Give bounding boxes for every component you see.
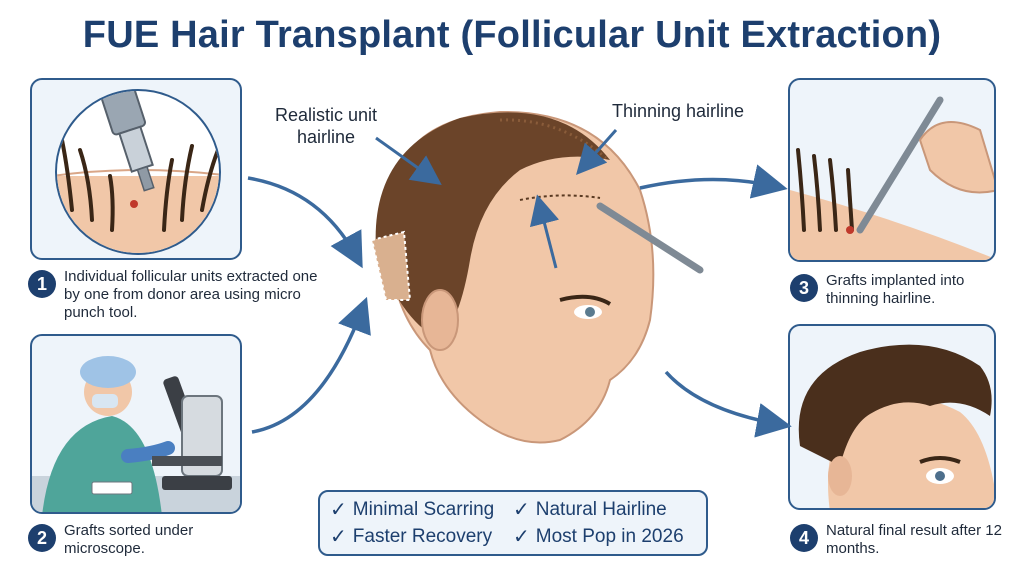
implantation-illustration-panel [788, 78, 996, 262]
realistic-hairline-arrow [375, 136, 442, 185]
benefit-label: Natural Hairline [535, 498, 667, 520]
result-illustration-panel [788, 324, 996, 510]
step-4-text: Natural final result after 12 months. [826, 522, 1002, 557]
hairline-up-arrow [529, 194, 560, 269]
flow-arrow-4 [664, 370, 792, 438]
head-drawing [370, 110, 655, 444]
flow-arrow-2 [251, 296, 371, 434]
check-icon: ✓ [330, 499, 347, 521]
benefit-item: ✓ Natural Hairline [513, 496, 696, 523]
step-2-badge: 2 [28, 524, 56, 552]
benefit-label: Most Pop in 2026 [535, 525, 684, 547]
check-icon: ✓ [513, 526, 530, 548]
check-icon: ✓ [330, 526, 347, 548]
microscope-illustration-panel [30, 334, 242, 514]
step-3-badge: 3 [790, 274, 818, 302]
step-1-badge: 1 [28, 270, 56, 298]
benefit-item: ✓ Minimal Scarring [330, 496, 513, 523]
benefit-label: Minimal Scarring [352, 498, 495, 520]
step-2-text: Grafts sorted under microscope. [64, 522, 194, 557]
thinning-hairline-arrow [576, 129, 618, 175]
step-3-text: Grafts implanted into thinning hairline. [826, 272, 965, 307]
check-icon: ✓ [513, 499, 530, 521]
benefits-box: ✓ Minimal Scarring ✓ Natural Hairline ✓ … [318, 490, 708, 556]
benefit-item: ✓ Most Pop in 2026 [513, 523, 696, 550]
step-3: 3 Grafts implanted into thinning hairlin… [790, 272, 1020, 308]
callout-thinning-hairline: Thinning hairline [611, 101, 745, 121]
flow-arrow-3 [639, 164, 788, 199]
implant-tool [596, 202, 704, 274]
step-4: 4 Natural final result after 12 months. [790, 522, 1020, 558]
benefit-item: ✓ Faster Recovery [330, 523, 513, 550]
flow-arrow-1 [247, 176, 363, 269]
step-2: 2 Grafts sorted under microscope. [28, 522, 258, 558]
step-4-badge: 4 [790, 524, 818, 552]
callout-realistic-hairline: Realistic unit hairline [274, 105, 378, 147]
extraction-illustration-panel [30, 78, 242, 260]
step-1: 1 Individual follicular units extracted … [28, 268, 328, 322]
page-title: FUE Hair Transplant (Follicular Unit Ext… [82, 14, 942, 56]
step-1-text: Individual follicular units extracted on… [64, 268, 318, 321]
benefit-label: Faster Recovery [352, 525, 493, 547]
